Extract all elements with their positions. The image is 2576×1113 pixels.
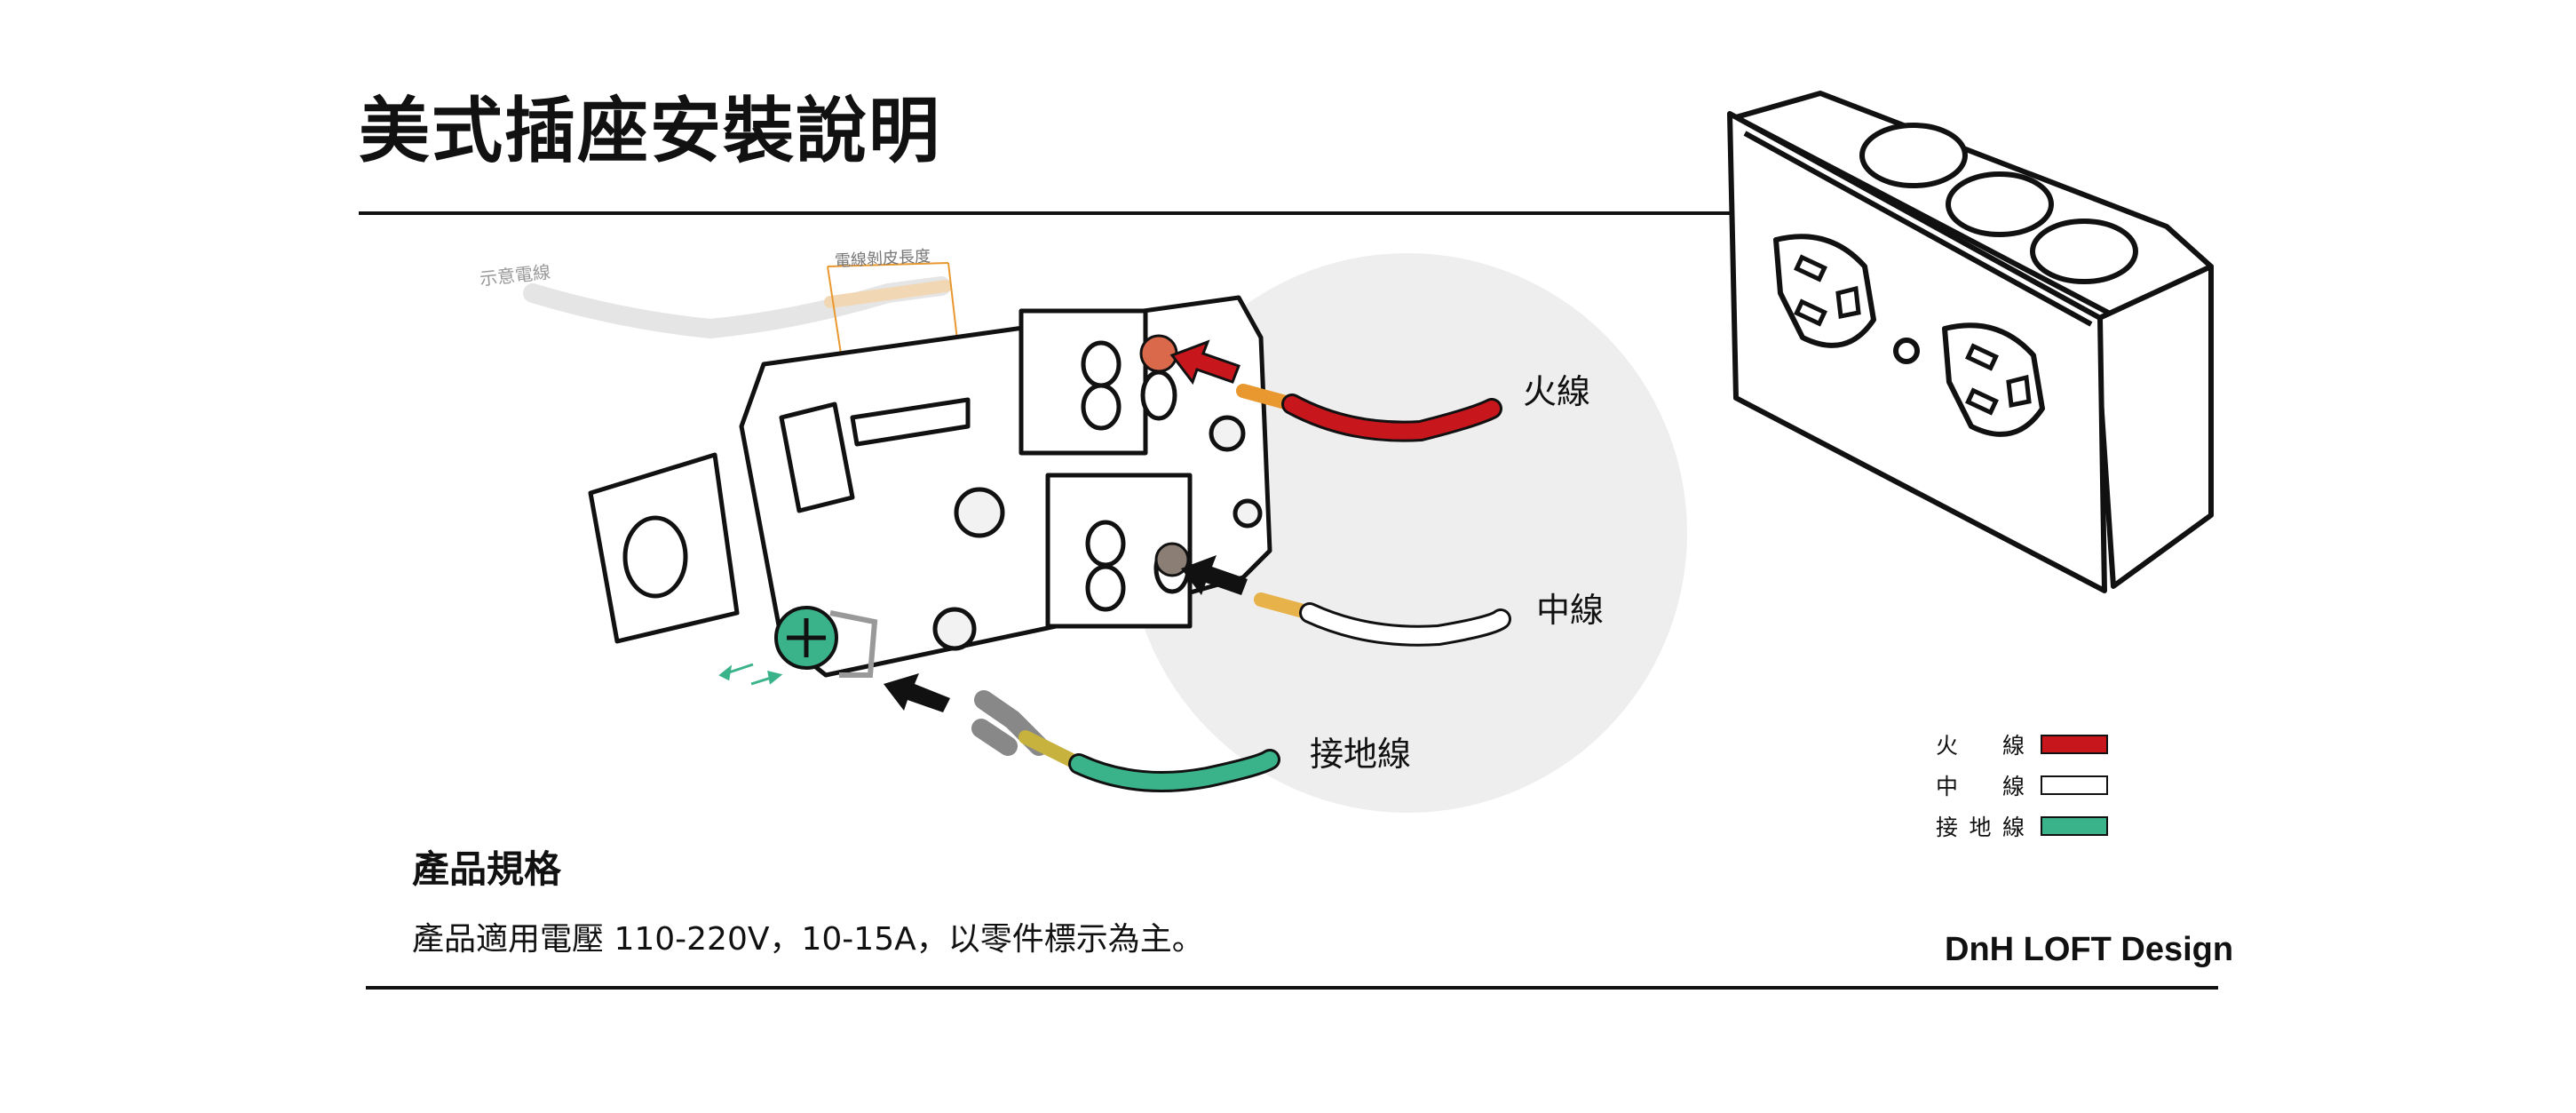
legend-swatch-ground (2041, 816, 2108, 836)
spec-body: 產品適用電壓 110-220V，10-15A，以零件標示為主。 (412, 921, 1204, 958)
ground-arrow (884, 673, 950, 712)
hot-terminal-screw (1139, 334, 1178, 373)
neutral-wire (1254, 592, 1511, 647)
legend-item-ground: 接地線 (1936, 806, 2108, 847)
ground-wire (1068, 749, 1280, 792)
legend-swatch-neutral (2041, 775, 2108, 795)
loosen-arrows (718, 663, 783, 686)
spec-heading: 產品規格 (412, 847, 562, 891)
wire-color-legend: 火 線 中 線 接地線 (1936, 724, 2108, 847)
neutral-terminal-screw (1154, 542, 1190, 577)
neutral-wire-label: 中線 (1536, 591, 1605, 630)
hot-wire-label: 火線 (1523, 372, 1591, 411)
brand-name: DnH LOFT Design (1945, 931, 2234, 968)
ground-spade-connector (971, 690, 1086, 771)
legend-label: 接地線 (1936, 815, 2025, 840)
legend-item-neutral: 中 線 (1936, 765, 2108, 806)
outlet-body (588, 295, 1272, 678)
outlet-front-slots (1794, 254, 2032, 416)
ground-wire-label: 接地線 (1310, 735, 1412, 774)
neutral-arrow (1181, 555, 1248, 595)
page-title: 美式插座安裝說明 (359, 90, 941, 172)
title-divider (359, 211, 1744, 215)
sample-wire (523, 276, 952, 339)
footer-divider (366, 986, 2218, 990)
hot-arrow (1169, 339, 1240, 386)
hot-wire (1236, 384, 1502, 442)
legend-swatch-hot (2041, 735, 2108, 754)
legend-item-hot: 火 線 (1936, 724, 2108, 765)
legend-label: 火 線 (1936, 733, 2025, 759)
legend-label: 中 線 (1936, 774, 2025, 799)
outlet-front-view (1727, 91, 2214, 593)
